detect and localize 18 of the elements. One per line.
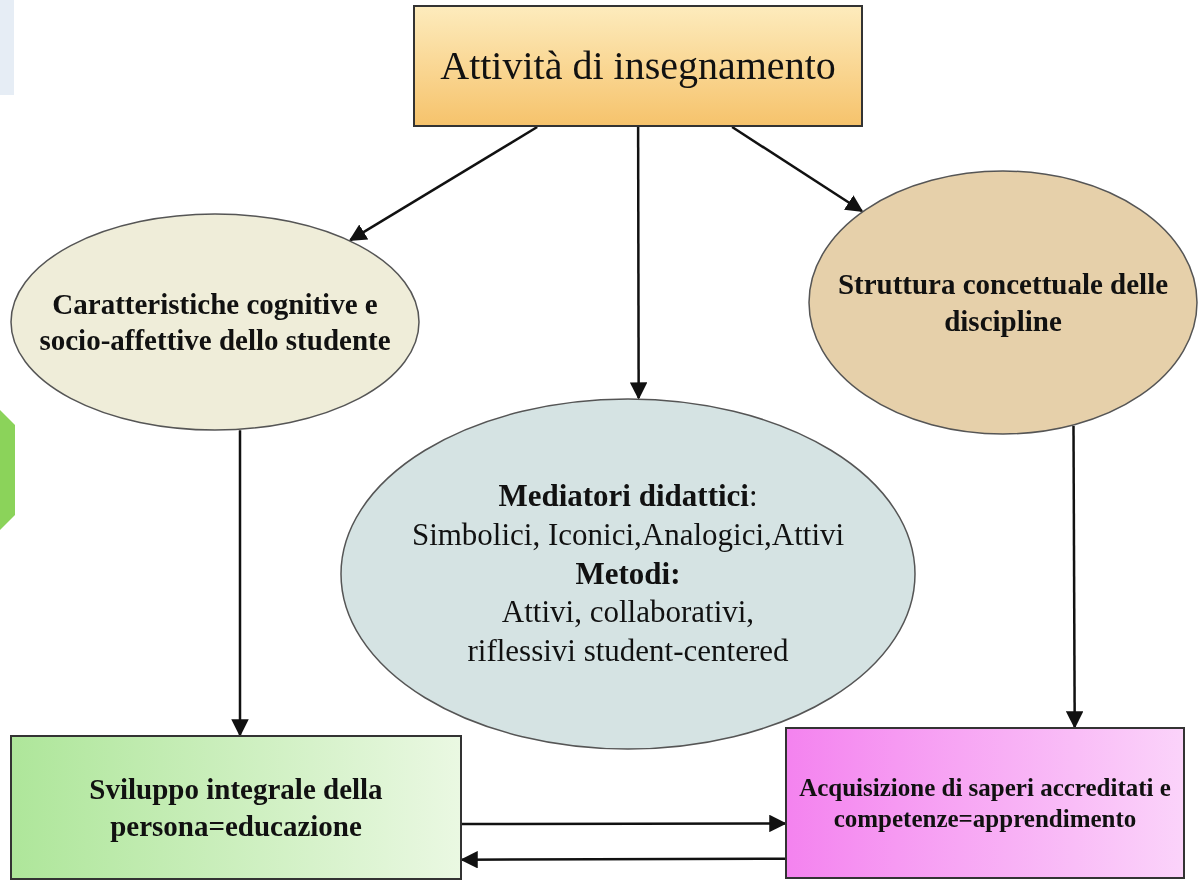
node-text: Sviluppo integrale della persona=educazione	[88, 772, 384, 844]
process-box	[413, 5, 863, 127]
process-box	[10, 735, 462, 880]
process-box	[785, 727, 1185, 879]
node-text: Simbolici, Iconici,Analogici,Attivi	[411, 515, 845, 554]
node-text: Metodi:	[575, 554, 681, 593]
node-text: Attivi, collaborativi, riflessivi student-centered	[466, 593, 790, 671]
arrow	[1065, 426, 1084, 729]
node-text: Acquisizione di saperi accreditati e competenze=apprendimento	[798, 772, 1172, 834]
node-text: Attività di insegnamento	[440, 42, 836, 90]
node-text: Caratteristiche cognitive e socio-affettive dello studente	[38, 286, 392, 358]
arrow	[462, 814, 787, 833]
node-text: Mediatori didattici:	[498, 477, 758, 516]
arrow	[629, 127, 648, 400]
node-text: Struttura concettuale delle discipline	[836, 267, 1170, 339]
arrow	[731, 125, 864, 213]
arrow	[231, 430, 249, 737]
arrow	[348, 125, 538, 242]
